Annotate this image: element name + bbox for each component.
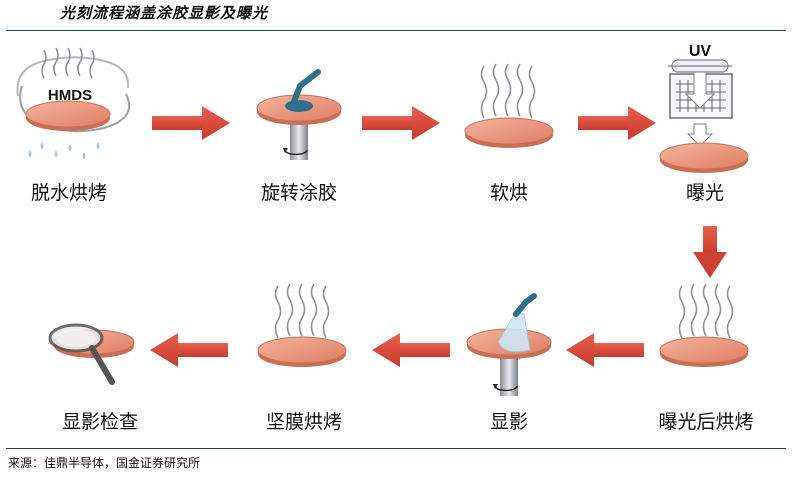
step-label-inspection: 显影检查 — [61, 411, 138, 433]
step-label-post-exposure-bake: 曝光后烘烤 — [658, 411, 754, 433]
arrow-down-icon — [693, 226, 727, 278]
step-label-soft-bake: 软烘 — [489, 182, 528, 204]
dehydration-bake-icon — [16, 47, 131, 159]
arrow-left-icon — [150, 333, 228, 367]
title-rule — [6, 30, 786, 31]
step-label-hard-bake: 坚膜烘烤 — [265, 411, 342, 433]
source-note: 来源：佳鼎半导体，国金证券研究所 — [8, 456, 201, 470]
exposure-icon: UV — [659, 43, 749, 173]
uv-label: UV — [689, 43, 712, 60]
arrow-left-icon — [372, 333, 450, 367]
arrow-right-icon — [578, 106, 656, 140]
inspection-icon — [48, 323, 135, 385]
page-title: 光刻流程涵盖涂胶显影及曝光 — [60, 4, 269, 22]
soft-bake-icon — [464, 63, 554, 148]
arrow-right-icon — [152, 106, 230, 140]
spin-coat-icon — [256, 69, 342, 160]
step-label-exposure: 曝光 — [685, 182, 724, 204]
arrow-left-icon — [566, 333, 644, 367]
step-label-spin-coat: 旋转涂胶 — [260, 182, 337, 204]
post-exposure-bake-icon — [659, 283, 749, 367]
develop-icon — [466, 293, 552, 396]
step-label-develop: 显影 — [489, 411, 528, 433]
step-label-dehydration-bake: 脱水烘烤 — [30, 182, 107, 204]
hard-bake-icon — [257, 283, 347, 367]
arrow-right-icon — [362, 106, 440, 140]
hmds-label: HMDS — [48, 87, 92, 104]
source-rule — [6, 448, 786, 449]
